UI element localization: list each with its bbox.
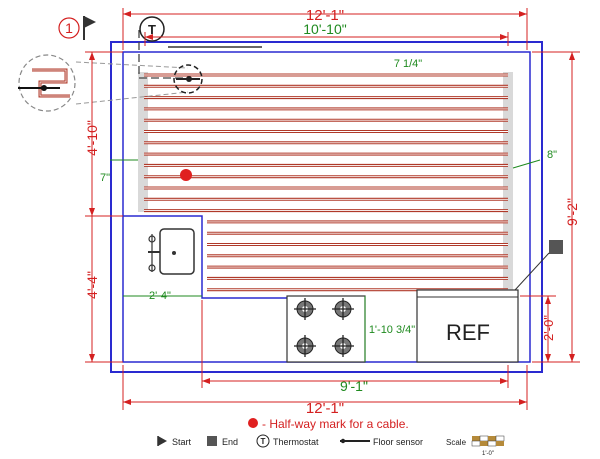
- dim-overall-width-top: 12'-1": [306, 7, 344, 24]
- room-outer-wall: [110, 41, 543, 373]
- legend: - Half-way mark for a cable. Start End T…: [157, 417, 505, 457]
- dimension-lines: [85, 8, 580, 410]
- legend-halfway-mark: [248, 418, 258, 428]
- sensor-leader-line: [75, 61, 189, 105]
- dim-heated-width: 10'-10": [303, 21, 346, 37]
- room-inner-wall: [122, 51, 531, 363]
- legend-thermostat-icon: [256, 434, 270, 448]
- burner-icon: [332, 298, 354, 320]
- dim-cable-spacing: 7 1/4": [394, 58, 422, 70]
- dim-bottom-inner-width: 9'-1": [340, 378, 368, 394]
- legend-start-icon: [158, 436, 167, 446]
- dim-right-total: 9'-2": [564, 198, 580, 226]
- burner-icon: [332, 335, 354, 357]
- end-leader-line: [514, 252, 550, 291]
- legend-end: End: [222, 437, 238, 447]
- refrigerator: REF: [416, 289, 519, 363]
- legend-end-icon: [207, 436, 217, 446]
- dimension-arrows: [89, 11, 575, 405]
- legend-halfway-note: - Half-way mark for a cable.: [262, 417, 409, 431]
- start-triangle-icon: [84, 16, 96, 28]
- dim-right-lower: 2'-0": [541, 315, 556, 341]
- thermostat-icon: T: [139, 16, 165, 42]
- legend-floor-sensor: Floor sensor: [373, 437, 423, 447]
- burner-icon: [294, 335, 316, 357]
- inner-dimension-lines: [110, 159, 541, 362]
- dim-left-margin: 7": [100, 172, 110, 184]
- left-cable-turn-zone: [138, 72, 148, 212]
- sink-icon: [148, 228, 195, 275]
- counter-outline: [123, 215, 287, 299]
- legend-thermostat: Thermostat: [273, 437, 319, 447]
- end-square-icon: [549, 240, 563, 254]
- burner-icon: [294, 298, 316, 320]
- legend-start: Start: [172, 437, 192, 447]
- thermostat-lead-wire: [138, 30, 190, 79]
- refrigerator-label: REF: [446, 320, 490, 345]
- legend-scale-value: 1'-0": [482, 451, 494, 457]
- callout-1: 1: [58, 16, 96, 40]
- floor-sensor-icon: [173, 64, 203, 94]
- legend-scale: Scale: [446, 438, 467, 447]
- stove: [286, 295, 366, 363]
- dim-counter-width: 2'-4": [149, 290, 171, 302]
- dim-stove-gap: 1'-10 3/4": [369, 324, 415, 336]
- dim-right-margin: 8": [547, 149, 557, 161]
- cable-detail-magnifier: [18, 54, 76, 112]
- dim-overall-width-bottom: 12'-1": [306, 400, 344, 417]
- svg-text:T: T: [148, 22, 156, 37]
- dim-left-lower: 4'-4": [84, 271, 100, 299]
- svg-text:T: T: [261, 437, 266, 446]
- dim-left-upper: 4'-10": [84, 120, 100, 156]
- heating-cable: [144, 73, 508, 292]
- callout-number: 1: [65, 20, 73, 36]
- halfway-mark: [180, 169, 192, 181]
- right-cable-turn-zone: [503, 72, 513, 294]
- scale-bar: [471, 435, 505, 447]
